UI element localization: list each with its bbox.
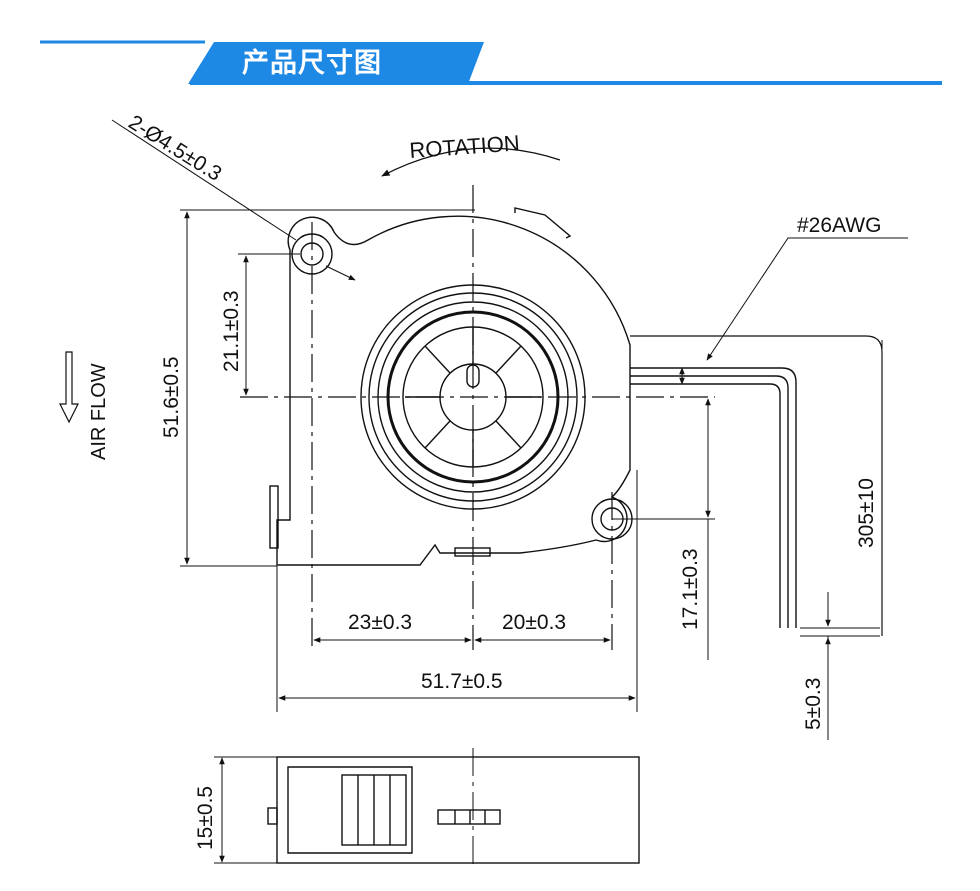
top-tab xyxy=(514,207,572,239)
side-clip xyxy=(269,485,279,549)
airflow-arrow xyxy=(59,351,79,424)
dim-height-label: 51.6±0.5 xyxy=(160,356,183,438)
dim-width-label: 51.7±0.5 xyxy=(421,670,503,693)
header-underline xyxy=(190,81,942,85)
page-title: 产品尺寸图 xyxy=(242,48,382,79)
dim-wire-strip-label: 5±0.3 xyxy=(802,678,825,730)
section-header: 产品尺寸图 xyxy=(0,0,980,100)
dim-hole2-vertical-label: 17.1±0.3 xyxy=(679,548,702,630)
dim-hole-vertical-label: 21.1±0.3 xyxy=(220,290,243,372)
airflow-label: AIR FLOW xyxy=(88,363,110,460)
header-tab xyxy=(188,42,484,84)
hole-leader xyxy=(111,119,297,241)
mount-hole-label: 2-Ø4.5±0.3 xyxy=(124,111,225,186)
wire-length-extent xyxy=(630,335,883,636)
rotation-label: ROTATION xyxy=(409,130,521,163)
dim-thickness-label: 15±0.5 xyxy=(194,786,217,850)
side-view xyxy=(267,756,640,864)
wire-gauge-leader xyxy=(706,237,908,361)
wire-bundle xyxy=(630,367,797,628)
dim-wire-length-label: 305±10 xyxy=(855,478,878,548)
dim-left-center-label: 23±0.3 xyxy=(348,611,412,634)
rotation-arrow xyxy=(381,147,561,177)
header-banner xyxy=(40,40,942,85)
dim-center-hole-label: 20±0.3 xyxy=(502,611,566,634)
wire-gauge-label: #26AWG xyxy=(797,214,881,237)
fan-housing-outline xyxy=(276,215,631,566)
